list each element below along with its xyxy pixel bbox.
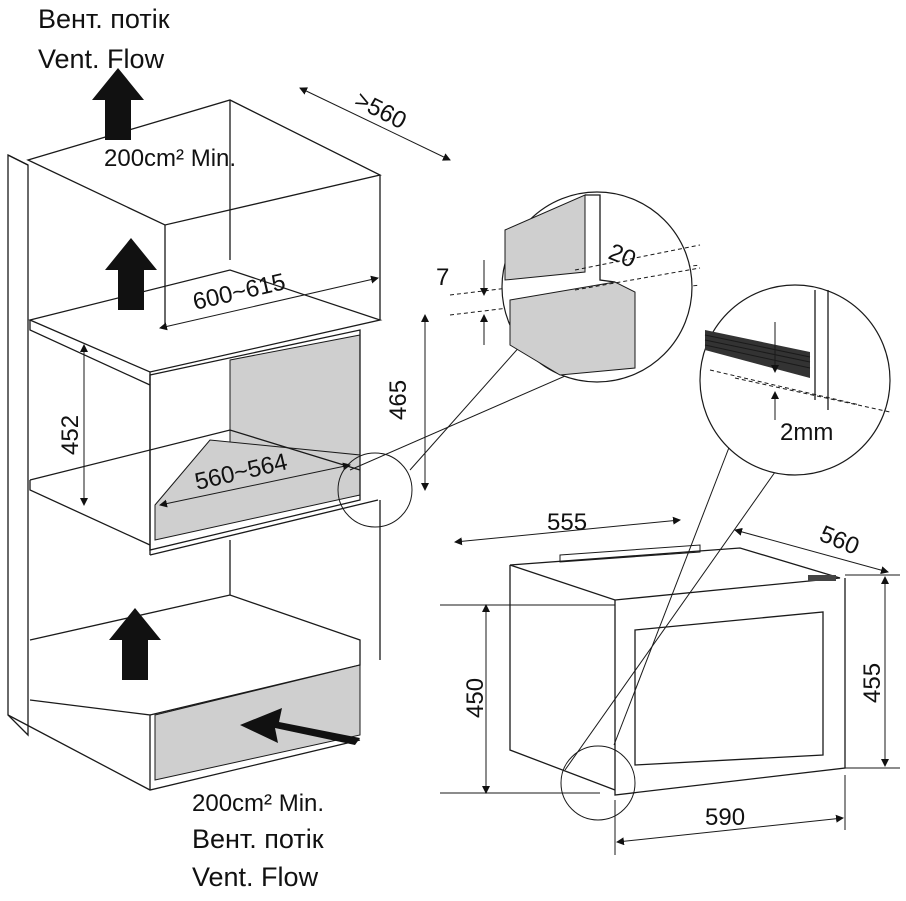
vent-top-label-en: Vent. Flow (38, 44, 165, 74)
dim-450-label: 450 (462, 678, 489, 718)
vent-arrow-lower (109, 608, 161, 680)
dim-590-line (614, 775, 846, 855)
dim-width-label: 600~615 (190, 268, 288, 315)
vent-bottom-label-ua: Вент. потік (192, 824, 324, 854)
dim-560-app-line (734, 527, 889, 575)
vent-top-label-ua: Вент. потік (38, 4, 170, 34)
dim-452-label: 452 (57, 415, 84, 455)
dim-width-line (159, 275, 379, 331)
dim-depth-line (299, 87, 451, 161)
dim-7-lines (449, 260, 701, 345)
dim-590-label: 590 (705, 804, 745, 831)
dim-465-label: 465 (385, 380, 412, 420)
dim-455-line (845, 574, 900, 769)
vent-arrow-inflow (240, 708, 360, 745)
detail-circle-bottom (560, 284, 891, 821)
appliance-drawing (509, 544, 846, 796)
vent-bottom-area: 200cm² Min. (192, 790, 324, 817)
dim-gap-label: 7 (436, 264, 449, 291)
dim-555-label: 555 (547, 509, 587, 536)
detail-bottom-dim: 2mm (780, 419, 833, 446)
vent-arrow-middle (105, 238, 157, 310)
dim-455-label: 455 (859, 663, 886, 703)
vent-arrow-top (92, 68, 144, 140)
dim-depth-label: >560 (350, 86, 410, 135)
dim-560-564-line (159, 462, 351, 508)
detail-circle-top (337, 191, 701, 528)
dim-555-line (454, 516, 681, 546)
vent-top-area: 200cm² Min. (104, 145, 236, 172)
dim-450-line (440, 604, 615, 794)
vent-bottom-label-en: Vent. Flow (192, 862, 319, 892)
